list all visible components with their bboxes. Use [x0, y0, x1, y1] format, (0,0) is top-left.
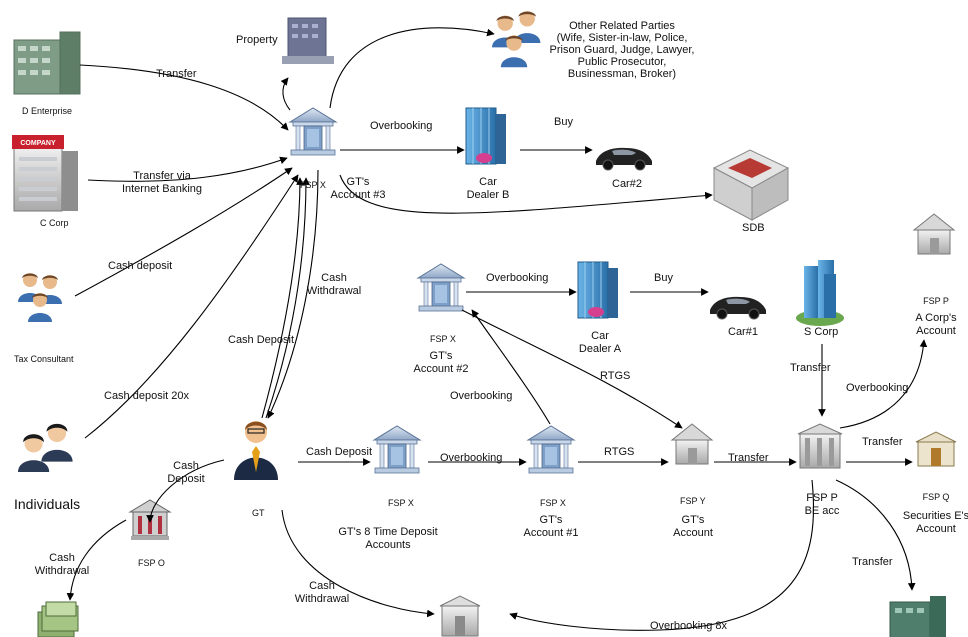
edge-label-cash-withdrawal-3: Cash Withdrawal [306, 272, 362, 297]
edge-label-cash-withdrawal-o: Cash Withdrawal [34, 552, 90, 577]
edge-label-cash-deposit-20x: Cash deposit 20x [104, 390, 189, 402]
node-label-d-enterprise: D Enterprise [22, 106, 73, 116]
node-label-property: Property [236, 34, 278, 46]
edge-label-buy-a: Buy [654, 272, 673, 284]
node-label-fsp-o: FSP O [138, 558, 165, 568]
edge-label-overbooking-8x: Overbooking 8x [650, 620, 728, 632]
edge-label-overbooking-td-1: Overbooking [440, 452, 503, 464]
edge-label-transfer-internet: Transfer via Internet Banking [121, 170, 203, 195]
edge-label-overbooking-1-2: Overbooking [450, 390, 513, 402]
node-label-fsp-p-top: FSP P [923, 296, 949, 306]
node-label-fsp-x-2: FSP X [430, 334, 456, 344]
businessman-icon [234, 421, 278, 480]
company-building-icon: COMPANY [12, 135, 78, 212]
node-label-fsp-q: FSP Q [922, 492, 950, 502]
node-label-car1: Car#1 [728, 326, 758, 338]
car-dealer-icon [465, 107, 507, 165]
edge-label-cash-deposit-o: Cash Deposit [167, 460, 205, 485]
car-dealer-icon [577, 261, 619, 319]
node-label-gt-account-3: GT's Account #3 [330, 176, 386, 201]
node-label-fsp-p-be: FSP P BE acc [804, 492, 840, 517]
edge-label-transfer-p-q: Transfer [862, 436, 903, 448]
car-icon [595, 147, 653, 171]
money-stack-icon [37, 601, 79, 637]
edge-label-rtgs-1: RTGS [604, 446, 635, 458]
edge-label-transfer-s: Transfer [790, 362, 831, 374]
edge-label-overbooking-a: Overbooking [486, 272, 549, 284]
node-label-individuals: Individuals [14, 496, 81, 512]
edge-label-cash-deposit-td: Cash Deposit [306, 446, 373, 458]
svg-text:COMPANY: COMPANY [20, 140, 56, 147]
edge-label-buy-b: Buy [554, 116, 573, 128]
car-icon [709, 296, 767, 320]
node-label-other-parties: Other Related Parties (Wife, Sister-in-l… [549, 20, 695, 80]
node-label-c-corp: C Corp [40, 218, 69, 228]
building-icon [889, 596, 946, 637]
node-label-gt: GT [252, 508, 265, 518]
node-label-tax-consultant: Tax Consultant [14, 354, 74, 364]
tower-icon [796, 260, 844, 326]
edge-label-transfer-p-down: Transfer [852, 556, 893, 568]
building-icon [13, 31, 81, 95]
edge-label-rtgs-2: RTGS [600, 370, 631, 382]
edge-label-overbooking-b: Overbooking [370, 120, 433, 132]
node-label-fsp-x-td: FSP X [388, 498, 414, 508]
people-icon [18, 423, 73, 472]
flow-arrows [66, 27, 928, 631]
node-label-gt-time-deposit: GT's 8 Time Deposit Accounts [338, 526, 438, 551]
bank-icon [797, 423, 843, 469]
node-label-s-corp: S Corp [804, 326, 839, 338]
safe-deposit-box-icon [712, 149, 790, 221]
node-label-gt-account-y: GT's Account [673, 514, 713, 539]
people-icon [18, 273, 62, 322]
bank-icon [289, 107, 337, 156]
node-label-fsp-x-3: FSP X [300, 180, 326, 190]
node-label-car-dealer-b: Car Dealer B [466, 176, 510, 201]
edge-label-cash-deposit-tax: Cash deposit [108, 260, 173, 272]
node-label-fsp-y: FSP Y [680, 496, 706, 506]
node-label-car2: Car#2 [612, 178, 642, 190]
bank-icon [439, 595, 481, 637]
node-label-securities-account: Securities E's Account [902, 510, 968, 535]
node-label-gt-account-2: GT's Account #2 [413, 350, 469, 375]
house-bank-icon [671, 423, 713, 465]
node-label-fsp-x-1: FSP X [540, 498, 566, 508]
node-label-gt-account-1: GT's Account #1 [523, 514, 579, 539]
house-bank-icon [913, 213, 955, 255]
bank-icon [915, 431, 957, 467]
edge-label-cash-deposit-gt: Cash Deposit [228, 334, 295, 346]
edge-label-overbooking-p-a: Overbooking [846, 382, 909, 394]
edge-label-transfer-y-p: Transfer [728, 452, 769, 464]
bank-icon [527, 425, 575, 474]
edge-label-cash-withdrawal-gt: Cash Withdrawal [294, 580, 350, 605]
node-label-sdb: SDB [742, 222, 765, 234]
node-label-a-corp-account: A Corp's Account [915, 312, 957, 337]
building-icon [282, 17, 334, 64]
bank-icon [373, 425, 421, 474]
node-label-car-dealer-a: Car Dealer A [578, 330, 622, 355]
edge-label-transfer-d: Transfer [156, 68, 197, 80]
bank-icon [417, 263, 465, 312]
people-icon [492, 11, 541, 68]
